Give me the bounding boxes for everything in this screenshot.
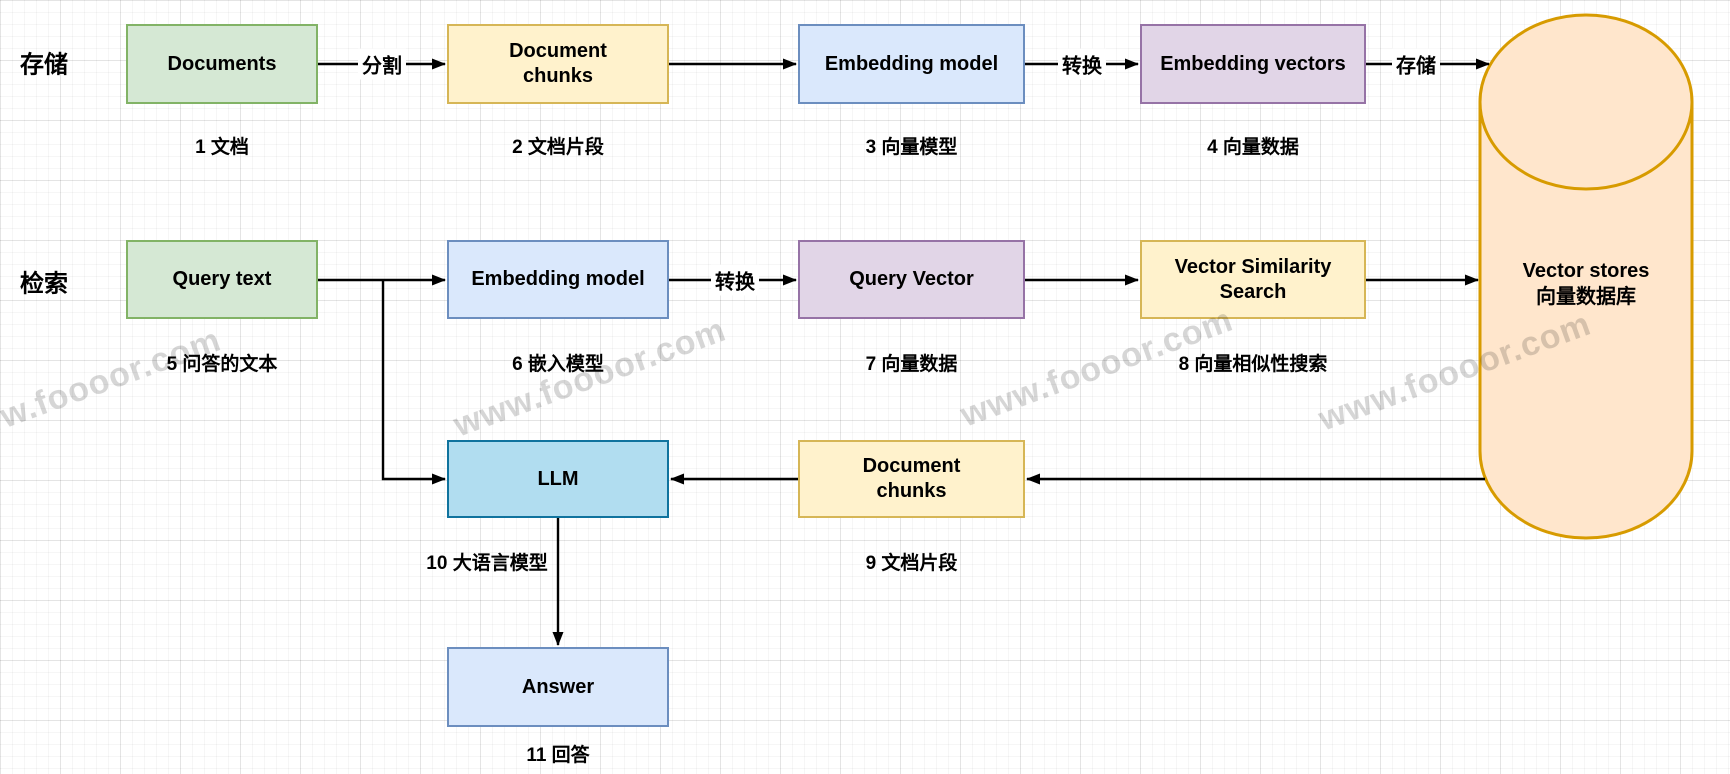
- arrow-query-to-llm: [381, 280, 446, 485]
- node-document-chunks-retrieved: Document chunks: [798, 440, 1025, 518]
- caption-query-text: 5 问答的文本: [166, 354, 278, 375]
- caption-embedding-model-store: 3 向量模型: [865, 137, 958, 158]
- caption-llm: 10 大语言模型: [426, 553, 548, 574]
- row-label-storage: 存储: [20, 51, 68, 79]
- edge-label-split: 分割: [358, 48, 406, 80]
- node-embedding-model-query: Embedding model: [447, 240, 669, 319]
- caption-documents: 1 文档: [195, 137, 249, 158]
- caption-embedding-model-query: 6 嵌入模型: [512, 354, 604, 375]
- edge-label-store: 存储: [1392, 48, 1440, 80]
- node-llm: LLM: [447, 440, 669, 518]
- edge-label-convert-store: 转换: [1058, 48, 1106, 80]
- caption-answer: 11 回答: [526, 745, 590, 766]
- edge-label-convert-query: 转换: [711, 264, 759, 296]
- node-query-text: Query text: [126, 240, 318, 319]
- row-label-retrieval: 检索: [20, 270, 68, 298]
- node-document-chunks-store: Document chunks: [447, 24, 669, 104]
- caption-document-chunks-retrieved: 9 文档片段: [865, 553, 958, 574]
- node-query-vector: Query Vector: [798, 240, 1025, 319]
- node-embedding-vectors: Embedding vectors: [1140, 24, 1366, 104]
- node-answer: Answer: [447, 647, 669, 727]
- node-vector-similarity-search: Vector Similarity Search: [1140, 240, 1366, 319]
- node-documents: Documents: [126, 24, 318, 104]
- node-embedding-model-store: Embedding model: [798, 24, 1025, 104]
- caption-vector-similarity-search: 8 向量相似性搜索: [1178, 354, 1328, 375]
- vector-store-label: Vector stores 向量数据库: [1522, 260, 1650, 308]
- caption-embedding-vectors: 4 向量数据: [1207, 137, 1299, 158]
- caption-query-vector: 7 向量数据: [865, 354, 958, 375]
- caption-document-chunks-store: 2 文档片段: [512, 137, 604, 158]
- vector-store-cylinder: [1478, 13, 1694, 540]
